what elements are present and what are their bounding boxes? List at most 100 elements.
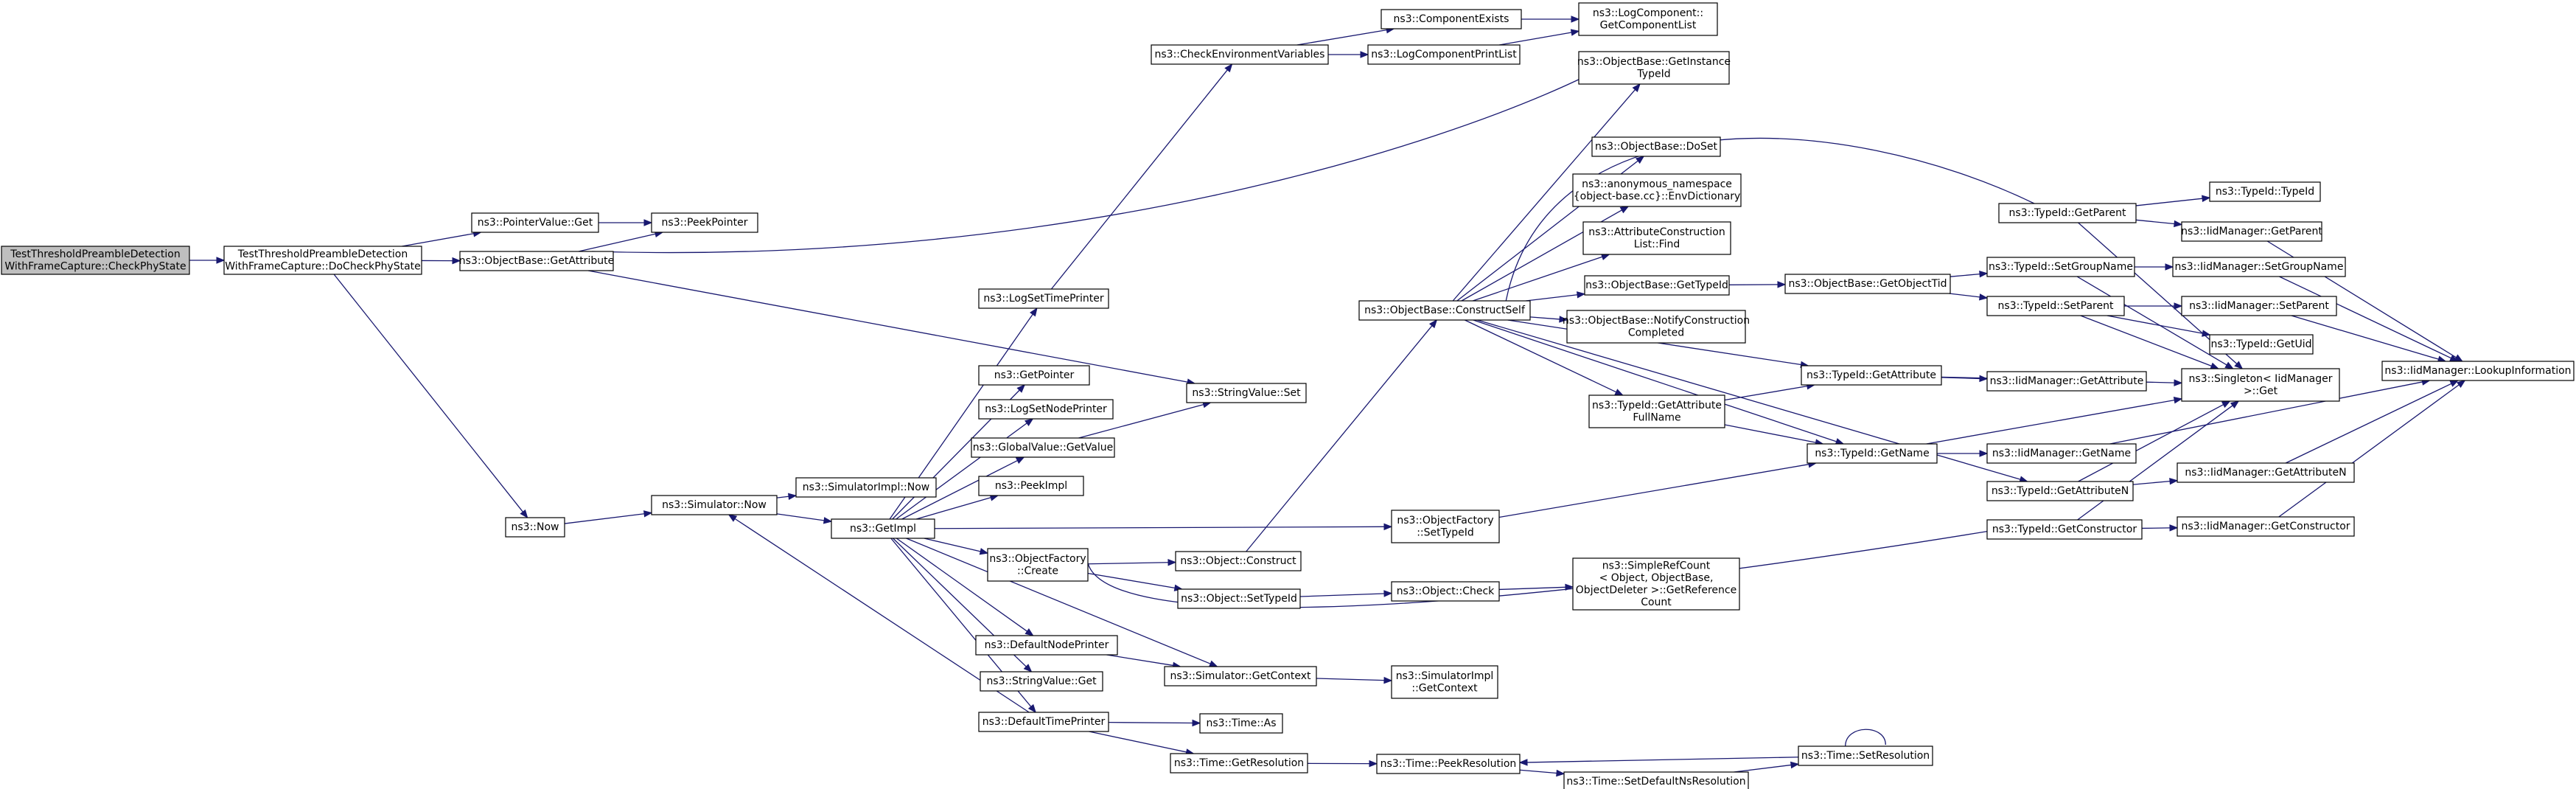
node-label-line: ns3::anonymous_namespace	[1582, 178, 1732, 190]
node-notify[interactable]: ns3::ObjectBase::NotifyConstructionCompl…	[1563, 310, 1750, 344]
node-timepeekres[interactable]: ns3::Time::PeekResolution	[1376, 754, 1521, 774]
node-box	[1563, 771, 1749, 789]
node-pvget[interactable]: ns3::PointerValue::Get	[471, 212, 599, 233]
node-label-line: ObjectDeleter >::GetReference	[1576, 584, 1736, 596]
edge-getattr-to-svset	[587, 270, 1196, 386]
node-svget[interactable]: ns3::StringValue::Get	[980, 671, 1103, 692]
edge-iidgetattrn-to-lookup	[2285, 380, 2460, 464]
edge-constructself-to-getinsttid	[1452, 83, 1641, 302]
node-logsettime[interactable]: ns3::LogSetTimePrinter	[978, 288, 1109, 309]
node-logsetnode[interactable]: ns3::LogSetNodePrinter	[978, 399, 1114, 420]
edge-deftime-to-timegetres	[1089, 731, 1195, 756]
node-constructself[interactable]: ns3::ObjectBase::ConstructSelf	[1358, 300, 1531, 321]
edge-iidsetgroup-to-lookup	[2279, 276, 2459, 362]
edge-timegetres-to-timepeekres	[1307, 760, 1378, 768]
node-iidsetparent[interactable]: ns3::IidManager::SetParent	[2181, 296, 2337, 316]
node-simgetctx[interactable]: ns3::Simulator::GetContext	[1164, 666, 1317, 687]
edge-logcompprint-to-logcomplist	[1498, 29, 1580, 46]
node-obgetobjtid[interactable]: ns3::ObjectBase::GetObjectTid	[1784, 274, 1951, 294]
node-objconstruct[interactable]: ns3::Object::Construct	[1175, 551, 1302, 571]
edge-tidsetgroup-to-singleton	[2076, 276, 2234, 369]
node-box	[1986, 481, 2134, 501]
node-tidsetgroup[interactable]: ns3::TypeId::SetGroupName	[1986, 257, 2135, 277]
node-ofsettypeid[interactable]: ns3::ObjectFactory::SetTypeId	[1391, 510, 1500, 543]
node-tidgetctor[interactable]: ns3::TypeId::GetConstructor	[1986, 519, 2143, 540]
node-iidsetgroup[interactable]: ns3::IidManager::SetGroupName	[2172, 257, 2346, 277]
node-simimplgetctx[interactable]: ns3::SimulatorImpl::GetContext	[1391, 665, 1498, 699]
node-iidgetattr[interactable]: ns3::IidManager::GetAttribute	[1986, 371, 2147, 392]
edge-timesetres-self	[1845, 729, 1886, 747]
node-box	[975, 635, 1118, 656]
node-box	[1986, 296, 2125, 316]
node-tidgetname[interactable]: ns3::TypeId::GetName	[1807, 443, 1938, 464]
node-label-line: TestThresholdPreambleDetection	[10, 248, 180, 260]
node-setdefns[interactable]: ns3::Time::SetDefaultNsResolution	[1563, 771, 1749, 789]
edge-tidgetname-to-iidgetname	[1937, 450, 1989, 457]
node-objsettypeid[interactable]: ns3::Object::SetTypeId	[1177, 588, 1301, 609]
node-box	[1199, 713, 1283, 734]
node-label-line: ns3::PeekPointer	[662, 217, 748, 229]
node-now[interactable]: ns3::Now	[505, 517, 565, 538]
node-root[interactable]: TestThresholdPreambleDetectionWithFrameC…	[1, 246, 190, 275]
node-tidtid[interactable]: ns3::TypeId::TypeId	[2209, 181, 2321, 202]
node-box	[1151, 44, 1329, 65]
node-simimplnow[interactable]: ns3::SimulatorImpl::Now	[795, 477, 937, 498]
node-label-line: ns3::Time::GetResolution	[1174, 757, 1304, 769]
node-box	[1177, 588, 1301, 609]
node-logcomplist[interactable]: ns3::LogComponent::GetComponentList	[1578, 2, 1718, 36]
node-checkenv[interactable]: ns3::CheckEnvironmentVariables	[1151, 44, 1329, 65]
node-tidgetattrn[interactable]: ns3::TypeId::GetAttributeN	[1986, 481, 2134, 501]
node-obgettid[interactable]: ns3::ObjectBase::GetTypeId	[1584, 275, 1730, 296]
node-iidgetparent[interactable]: ns3::IidManager::GetParent	[2181, 221, 2322, 242]
node-gvget[interactable]: ns3::GlobalValue::GetValue	[971, 437, 1115, 458]
edge-logsettime-to-checkenv	[1050, 63, 1233, 290]
node-getattr[interactable]: ns3::ObjectBase::GetAttribute	[459, 251, 614, 271]
node-tidgetattr[interactable]: ns3::TypeId::GetAttribute	[1801, 365, 1942, 386]
node-timeas[interactable]: ns3::Time::As	[1199, 713, 1283, 734]
node-iidgetattrn[interactable]: ns3::IidManager::GetAttributeN	[2177, 462, 2355, 483]
node-timegetres[interactable]: ns3::Time::GetResolution	[1170, 753, 1308, 774]
node-objcheck[interactable]: ns3::Object::Check	[1391, 581, 1500, 602]
node-tidgetuid[interactable]: ns3::TypeId::GetUid	[2209, 334, 2314, 355]
node-label-line: FullName	[1633, 411, 1680, 423]
node-timesetres[interactable]: ns3::Time::SetResolution	[1798, 745, 1933, 766]
node-getpointer[interactable]: ns3::GetPointer	[978, 365, 1090, 386]
node-envdict[interactable]: ns3::anonymous_namespace{object-base.cc}…	[1572, 173, 1742, 207]
node-label-line: ns3::IidManager::GetParent	[2181, 226, 2322, 237]
node-iidgetctor[interactable]: ns3::IidManager::GetConstructor	[2177, 516, 2355, 537]
node-label-line: ns3::LogSetTimePrinter	[983, 293, 1104, 305]
node-doset[interactable]: ns3::ObjectBase::DoSet	[1591, 136, 1721, 157]
node-docheck[interactable]: TestThresholdPreambleDetectionWithFrameC…	[223, 246, 422, 275]
node-compexists[interactable]: ns3::ComponentExists	[1381, 9, 1522, 29]
node-label-line: ::Create	[1017, 565, 1058, 577]
edge-getimpl-to-peekimpl	[915, 494, 999, 520]
node-label-line: ns3::Now	[512, 521, 559, 533]
node-tidgetparent[interactable]: ns3::TypeId::GetParent	[1998, 203, 2137, 223]
node-label-line: ns3::PointerValue::Get	[478, 217, 593, 229]
node-getimpl[interactable]: ns3::GetImpl	[831, 518, 935, 539]
node-simnow[interactable]: ns3::Simulator::Now	[651, 495, 778, 515]
node-lookup[interactable]: ns3::IidManager::LookupInformation	[2381, 361, 2575, 381]
node-label-line: ns3::Simulator::GetContext	[1170, 670, 1311, 682]
node-singleton[interactable]: ns3::Singleton< IidManager>::Get	[2181, 368, 2340, 402]
edge-ofcreate-to-tidgetctor	[1087, 530, 1991, 608]
node-label-line: ns3::DefaultNodePrinter	[985, 639, 1109, 651]
node-defnode[interactable]: ns3::DefaultNodePrinter	[975, 635, 1118, 656]
edge-tidgetattrfull-to-tidgetname	[1724, 424, 1824, 446]
node-box	[978, 288, 1109, 309]
node-svset[interactable]: ns3::StringValue::Set	[1186, 383, 1307, 403]
node-iidgetname[interactable]: ns3::IidManager::GetName	[1986, 443, 2137, 464]
node-tidsetparent[interactable]: ns3::TypeId::SetParent	[1986, 296, 2125, 316]
node-deftime[interactable]: ns3::DefaultTimePrinter	[978, 712, 1109, 732]
node-box	[1367, 44, 1521, 65]
node-ofcreate[interactable]: ns3::ObjectFactory::Create	[987, 548, 1089, 582]
node-logcompprint[interactable]: ns3::LogComponentPrintList	[1367, 44, 1521, 65]
edge-docheck-to-pvget	[402, 230, 482, 247]
node-simplerefcount[interactable]: ns3::SimpleRefCount< Object, ObjectBase,…	[1572, 557, 1740, 611]
node-label-line: ns3::TypeId::GetAttribute	[1592, 400, 1722, 411]
node-peekptr[interactable]: ns3::PeekPointer	[651, 212, 758, 233]
node-peekimpl[interactable]: ns3::PeekImpl	[978, 476, 1084, 496]
